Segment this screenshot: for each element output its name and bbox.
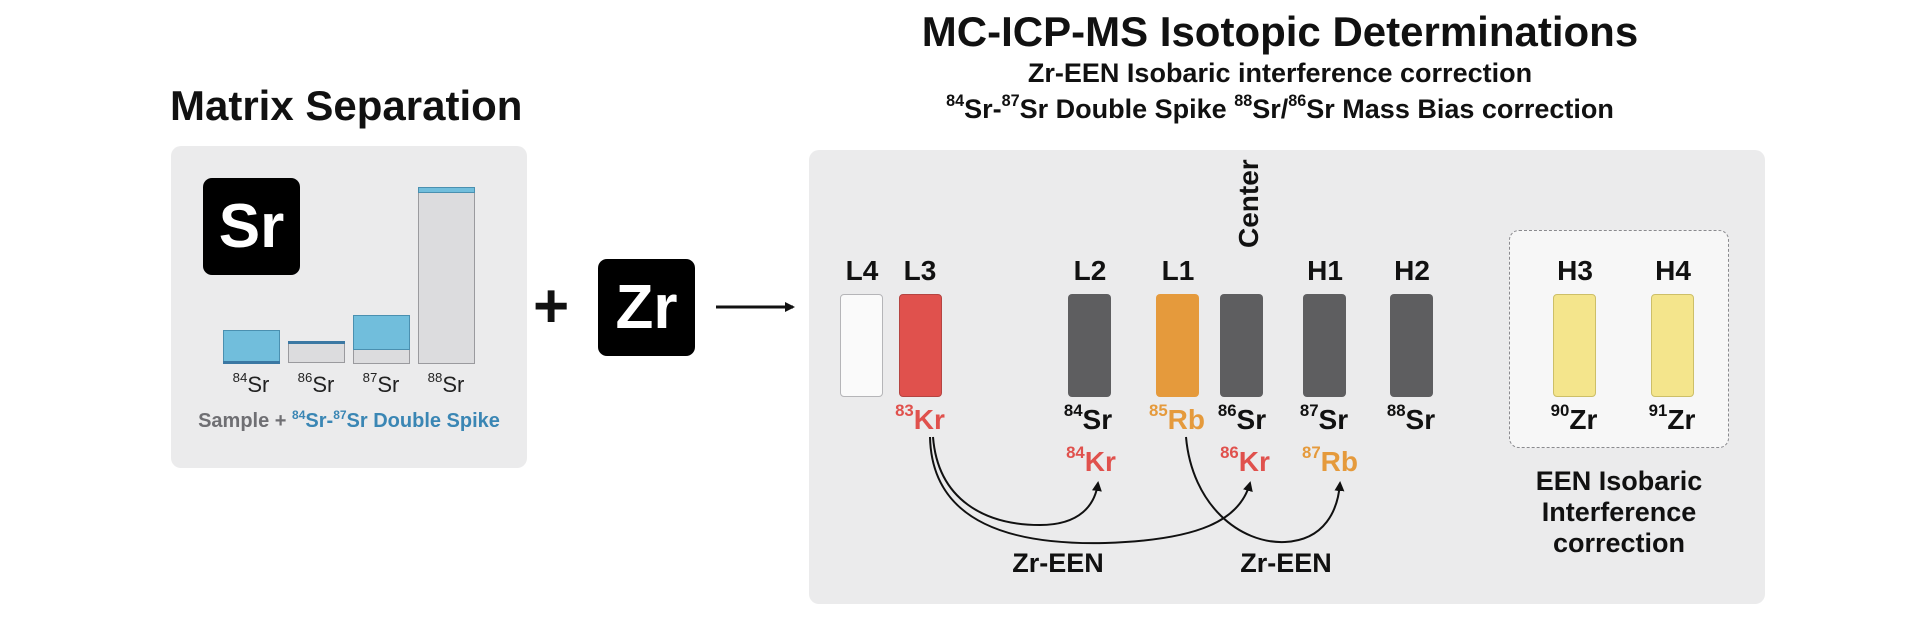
bar-label-87sr: 87Sr (362, 370, 400, 397)
arrow-83kr-to-84kr (932, 436, 1102, 527)
sample-double-spike-caption: Sample + 84Sr-87Sr Double Spike (198, 408, 500, 432)
cup-l3 (899, 294, 942, 397)
cup-h1 (1303, 294, 1346, 397)
zr-een-label-right: Zr-EEN (1240, 548, 1332, 578)
iso-91zr: 91Zr (1648, 401, 1696, 435)
zr-element-tile: Zr (598, 259, 695, 356)
iso-86sr: 86Sr (1217, 401, 1267, 435)
matrix-separation-title: Matrix Separation (170, 82, 523, 129)
cup-label-h1: H1 (1307, 255, 1343, 286)
cup-label-l1: L1 (1161, 255, 1195, 286)
bar-label-84sr: 84Sr (232, 370, 270, 397)
bar-88sr-sample (418, 192, 475, 364)
zr-een-label-left: Zr-EEN (1012, 548, 1104, 578)
bar-84sr-sample (223, 361, 280, 364)
iso-84sr: 84Sr (1063, 401, 1113, 435)
arrow-85rb-to-87rb (1185, 436, 1345, 544)
iso-85rb: 85Rb (1149, 401, 1205, 435)
arrow-83kr-to-86kr (929, 436, 1253, 545)
iso-87rb: 87Rb (1302, 443, 1358, 477)
iso-83kr: 83Kr (895, 401, 945, 435)
mc-icp-ms-title: MC-ICP-MS Isotopic Determinations (921, 8, 1639, 55)
mc-subtitle-double-spike: 84Sr-87Sr Double Spike 88Sr/86Sr Mass Bi… (946, 91, 1614, 124)
cup-label-h2: H2 (1394, 255, 1430, 286)
bar-86sr-spike (288, 341, 345, 344)
cup-label-l4: L4 (845, 255, 879, 286)
cup-label-l2: L2 (1073, 255, 1107, 286)
bar-87sr-spike (353, 315, 410, 350)
bar-label-88sr: 88Sr (427, 370, 465, 397)
bar-88sr-spike (418, 187, 475, 193)
cup-h3 (1553, 294, 1596, 397)
iso-86kr: 86Kr (1220, 443, 1270, 477)
cup-label-h3: H3 (1557, 255, 1593, 286)
cup-label-h4: H4 (1655, 255, 1691, 286)
cup-h4 (1651, 294, 1694, 397)
bar-84sr-spike (223, 330, 280, 363)
sr-element-tile: Sr (203, 178, 300, 275)
iso-88sr: 88Sr (1386, 401, 1436, 435)
plus-sign: + (533, 272, 570, 341)
cup-l4 (840, 294, 883, 397)
iso-90zr: 90Zr (1550, 401, 1598, 435)
cup-l1 (1156, 294, 1199, 397)
cup-l2 (1068, 294, 1111, 397)
bar-label-86sr: 86Sr (297, 370, 335, 397)
cup-label-l3: L3 (903, 255, 937, 286)
mc-subtitle-een: Zr-EEN Isobaric interference correction (1027, 58, 1533, 88)
een-correction-caption: EEN Isobaric Interference correction (1535, 466, 1703, 558)
iso-87sr: 87Sr (1299, 401, 1349, 435)
cup-h2 (1390, 294, 1433, 397)
iso-84kr: 84Kr (1066, 443, 1116, 477)
cup-center (1220, 294, 1263, 397)
